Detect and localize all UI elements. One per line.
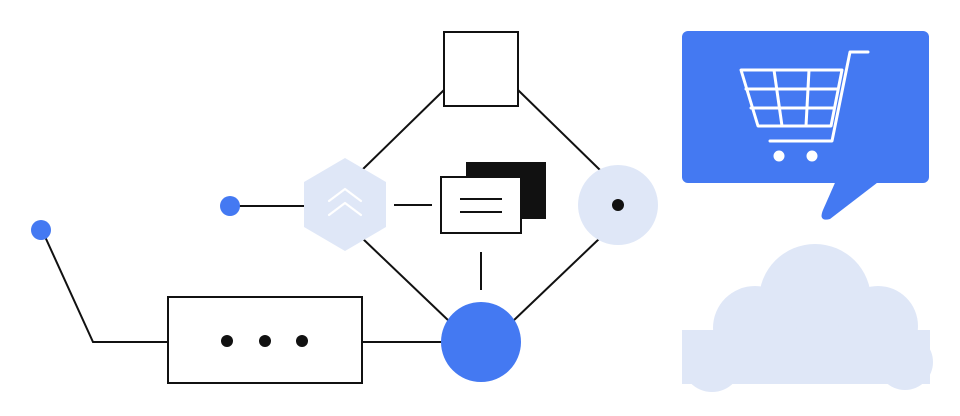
cart-speech-bubble xyxy=(682,31,929,220)
front-card xyxy=(440,176,522,234)
target-circle-node xyxy=(578,165,658,245)
line-square-to-hexagon xyxy=(361,89,445,171)
connector-lines xyxy=(41,89,601,343)
double-chevron-up-icon xyxy=(327,187,363,217)
endpoint-dot-middle xyxy=(220,196,240,216)
line-hexagon-to-blue-node xyxy=(361,237,451,323)
shopping-cart-icon xyxy=(739,50,870,162)
center-dot xyxy=(612,199,624,211)
endpoint-dot-left xyxy=(31,220,51,240)
stacked-message-cards-icon xyxy=(440,162,546,234)
dots-box-frame xyxy=(167,296,363,384)
line-left-dot-to-box xyxy=(41,229,168,343)
speech-bubble-tail xyxy=(821,176,886,220)
hub-node xyxy=(441,302,521,382)
top-square-node xyxy=(443,31,519,107)
cloud-icon xyxy=(682,244,933,392)
more-dots-icon xyxy=(221,335,308,347)
hexagon-shape xyxy=(304,158,386,251)
line-square-to-circle xyxy=(517,89,601,171)
line-circle-to-blue-node xyxy=(511,237,601,323)
hexagon-node xyxy=(304,158,386,251)
more-dots-box xyxy=(167,296,363,384)
